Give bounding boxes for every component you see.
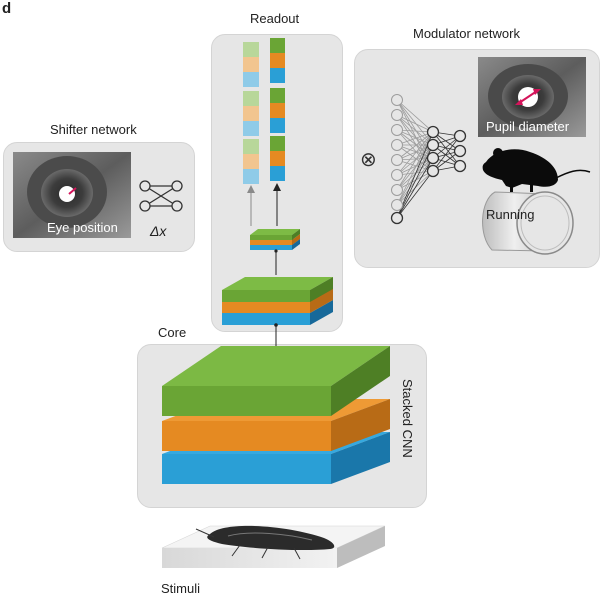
- delta-x-label: Δx: [149, 223, 167, 239]
- stacked-cnn-label: Stacked CNN: [400, 379, 415, 458]
- shifter-network-graph: [139, 180, 183, 212]
- mouse-icon: [482, 148, 591, 192]
- stimuli-title: Stimuli: [161, 581, 201, 596]
- running-wheel-icon: [482, 191, 574, 255]
- pupil-image: [478, 57, 586, 137]
- core-title: Core: [158, 325, 187, 340]
- eye-position-label: Eye position: [47, 220, 118, 235]
- multiply-icon: ⊗: [360, 149, 377, 171]
- eye-position-image: [13, 152, 131, 238]
- readout-title: Readout: [250, 11, 300, 26]
- running-label: Running: [486, 207, 534, 222]
- core-cnn-stack: [162, 346, 390, 484]
- stimuli-image: [161, 525, 386, 568]
- readout-faded-column: [243, 42, 259, 184]
- modulator-title: Modulator network: [413, 26, 520, 41]
- readout-active-column: [270, 38, 285, 181]
- shifter-title: Shifter network: [50, 122, 137, 137]
- modulator-network-graph: [390, 94, 467, 225]
- pupil-diameter-label: Pupil diameter: [486, 119, 570, 134]
- readout-large-stack: [222, 277, 333, 325]
- panel-letter: d: [2, 0, 12, 17]
- readout-small-stack: [250, 229, 300, 250]
